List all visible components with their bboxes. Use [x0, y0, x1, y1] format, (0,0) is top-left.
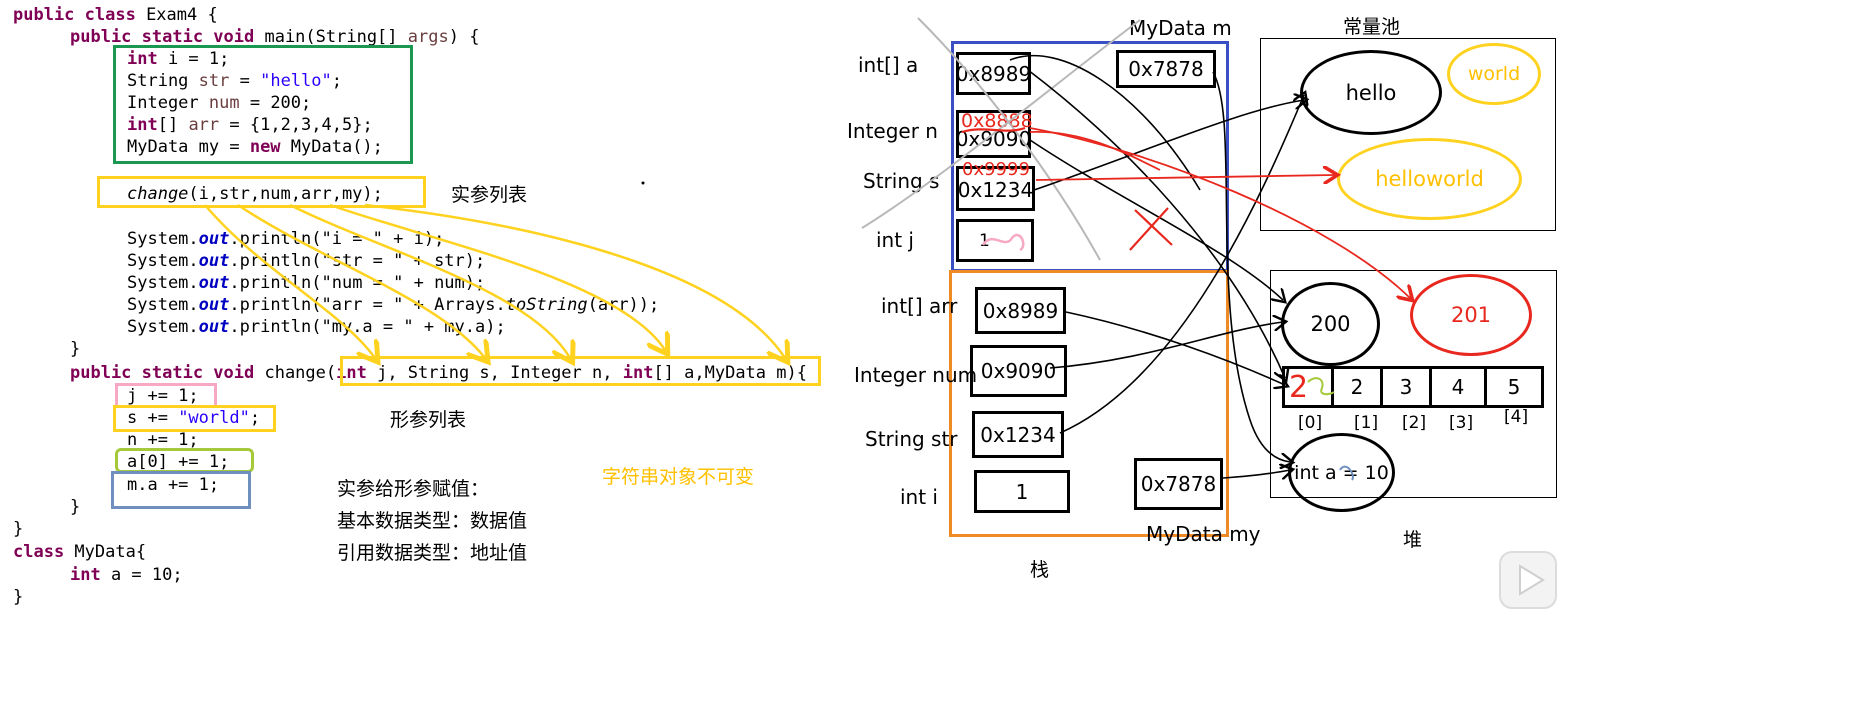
- code-line-print-arr: System.out.println("arr = " + Arrays.toS…: [127, 295, 660, 315]
- constant-pool-label: 常量池: [1343, 16, 1401, 38]
- var-i-cell: 1: [974, 470, 1070, 513]
- assign-primitive: 基本数据类型：数据值: [337, 510, 528, 532]
- mydata-my-label: MyData my: [1146, 522, 1261, 546]
- s-concat-highlight: [113, 405, 276, 432]
- param-n-label: Integer n: [847, 119, 938, 143]
- heap-array: 2 2 3 4 5: [1282, 366, 1544, 408]
- pool-helloworld: helloworld: [1337, 138, 1522, 220]
- array-cell-3: 4: [1429, 366, 1487, 408]
- param-n-new-value: 0x8888: [961, 110, 1033, 132]
- array-cell-2: 3: [1380, 366, 1432, 408]
- code-line-close-class: }: [13, 519, 24, 539]
- array-index-0: [0]: [1298, 413, 1323, 433]
- code-line-print-num: System.out.println("num = " + num);: [127, 273, 486, 293]
- stack-label: 栈: [1030, 559, 1050, 581]
- param-s-label: String s: [863, 169, 940, 193]
- array-index-4: [4]: [1504, 407, 1529, 427]
- code-line-integer-num: Integer num = 200;: [127, 93, 312, 113]
- ma-inc-highlight: [111, 471, 251, 509]
- actual-params-label: 实参列表: [451, 184, 528, 206]
- code-line-main: public static void main(String[] args) {: [70, 27, 480, 47]
- code-line-close-mydata: }: [13, 587, 24, 607]
- assign-reference: 引用数据类型：地址值: [337, 542, 528, 564]
- array-index-3: [3]: [1449, 413, 1474, 433]
- local-vars-highlight: [113, 45, 413, 164]
- array-index-1: [1]: [1354, 413, 1379, 433]
- heap-integer-200: 200: [1281, 282, 1380, 366]
- immutable-note: 字符串对象不可变: [602, 466, 755, 488]
- var-num-label: Integer num: [854, 363, 978, 387]
- var-my-cell: 0x7878: [1134, 458, 1223, 510]
- var-i-label: int i: [900, 485, 938, 509]
- pool-world: world: [1447, 43, 1541, 105]
- assign-title: 实参给形参赋值：: [337, 478, 490, 500]
- code-line-s-concat: s += "world";: [127, 408, 261, 428]
- var-arr-cell: 0x8989: [975, 287, 1066, 334]
- var-num-cell: 0x9090: [970, 345, 1067, 397]
- var-arr-label: int[] arr: [881, 294, 958, 318]
- param-j-label: int j: [876, 228, 914, 252]
- param-s-new-value: 0x9999: [962, 159, 1030, 180]
- mydata-m-label: MyData m: [1129, 16, 1232, 40]
- code-line-change-call: change(i,str,num,arr,my);: [127, 184, 383, 204]
- code-line-print-str: System.out.println("str = " + str);: [127, 251, 486, 271]
- stray-dot: [641, 181, 645, 185]
- var-str-label: String str: [865, 427, 958, 451]
- param-j-cell: 1: [956, 219, 1034, 262]
- a0-inc-highlight: [115, 448, 254, 473]
- play-button-icon: [1499, 551, 1557, 609]
- var-str-cell: 0x1234: [972, 411, 1064, 458]
- code-line-class: public class Exam4 {: [13, 5, 218, 25]
- code-line-field-a: int a = 10;: [70, 565, 183, 585]
- code-line-print-my-a: System.out.println("my.a = " + my.a);: [127, 317, 506, 337]
- code-line-int-array: int[] arr = {1,2,3,4,5};: [127, 115, 373, 135]
- code-line-change-signature: public static void change(int j, String …: [70, 363, 807, 383]
- code-line-class-mydata: class MyData{: [13, 542, 147, 562]
- code-line-print-i: System.out.println("i = " + i);: [127, 229, 445, 249]
- code-line-n-inc: n += 1;: [127, 430, 199, 450]
- heap-integer-201: 201: [1410, 274, 1532, 356]
- array-cell-1: 2: [1331, 366, 1383, 408]
- heap-mydata-object: int a = 10: [1288, 433, 1395, 512]
- code-line-j-inc: j += 1;: [127, 386, 199, 406]
- code-line-mydata-my: MyData my = new MyData();: [127, 137, 383, 157]
- heap-label: 堆: [1403, 529, 1423, 551]
- code-line-string-str: String str = "hello";: [127, 71, 342, 91]
- pool-hello: hello: [1300, 50, 1442, 135]
- param-a-cell: 0x8989: [956, 52, 1031, 95]
- array-cell-0: 2: [1282, 366, 1334, 408]
- param-a-label: int[] a: [858, 53, 919, 77]
- actual-params-highlight: [97, 176, 426, 208]
- code-line-close-change: }: [70, 497, 81, 517]
- code-line-ma-inc: m.a += 1;: [127, 475, 220, 495]
- code-line-a0-inc: a[0] += 1;: [127, 452, 230, 472]
- code-line-int-i: int i = 1;: [127, 49, 230, 69]
- param-m-cell: 0x7878: [1116, 50, 1216, 88]
- formal-params-highlight: [340, 356, 821, 386]
- array-cell-4: 5: [1484, 366, 1544, 408]
- code-line-close-main: }: [70, 339, 81, 359]
- formal-params-label: 形参列表: [390, 409, 467, 431]
- array-index-2: [2]: [1402, 413, 1427, 433]
